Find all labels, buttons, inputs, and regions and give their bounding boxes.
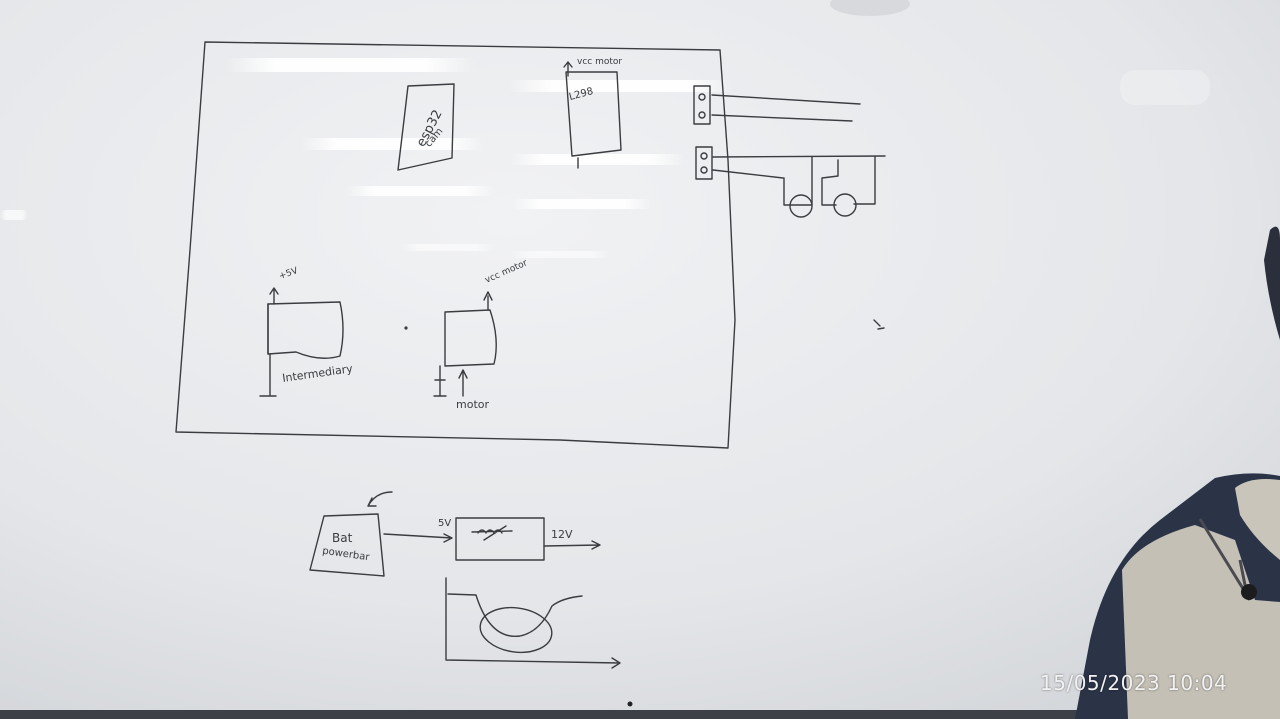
label-vcc-motor-top: vcc motor [577,57,623,67]
whiteboard-bottom-frame [0,710,1280,719]
wire-upper-1 [711,94,861,105]
battery-box [309,513,385,577]
label-converter-in: 5V [438,518,452,529]
graph-axes [445,577,621,669]
connector-lower [695,146,713,180]
connector-upper [693,85,711,125]
wire-lower-2 [712,169,784,179]
motor-1-symbol [789,194,813,218]
label-motor: motor [456,398,490,411]
l298-vcc-arrow [563,61,573,77]
intermediary-module [267,301,344,359]
top-reflection [830,0,910,16]
wire-lower-1 [712,155,886,158]
motor-2-symbol [833,193,857,217]
l298-module [565,71,622,157]
label-battery-line1: Bat [332,531,353,545]
graph-curve [447,593,583,637]
microphone-icon [1241,584,1257,600]
motor-driver-module [444,309,497,367]
wire-converter-output [543,540,601,550]
wire-battery-to-converter [383,533,453,543]
person-in-jacket [1075,226,1280,719]
wire-upper-2 [711,114,853,122]
dot-mark [627,701,633,707]
photo-timestamp: 15/05/2023 10:04 [1040,671,1228,695]
pcb-outline [175,41,736,449]
graph-highlight-circle [479,606,553,654]
ink-drawings [175,41,886,669]
label-converter-out: 12V [551,528,573,541]
esp32-module [397,83,455,171]
converter-box [455,517,545,561]
light-reflections [0,58,1210,258]
